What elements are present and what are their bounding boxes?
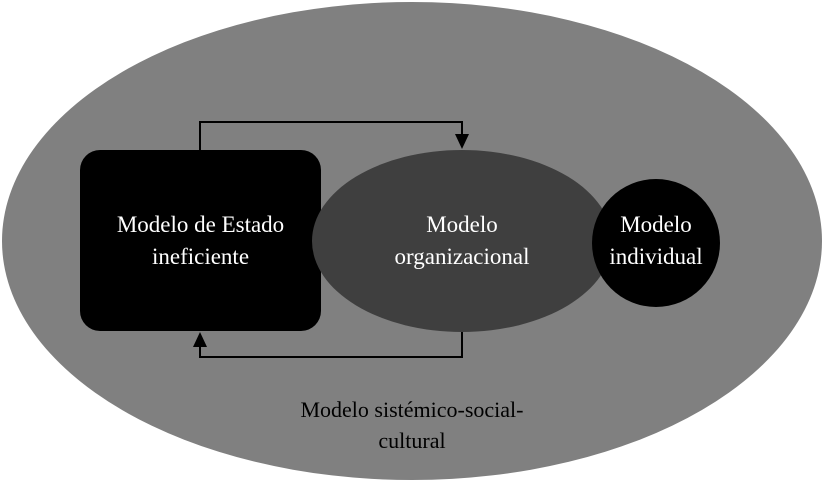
state-model-label: Modelo de Estado ineficiente (116, 212, 285, 269)
organizational-model-ellipse (312, 150, 612, 332)
arrow-state-to-organizational (199, 121, 469, 150)
individual-model-label: Modelo individual (609, 212, 703, 269)
arrowhead-up-icon (193, 332, 207, 347)
individual-model-circle (592, 179, 720, 307)
arrowhead-down-icon (455, 134, 469, 149)
state-model-box (80, 150, 321, 331)
arrow-organizational-to-state (193, 332, 463, 358)
systemic-model-label: Modelo sistémico-social- cultural (300, 397, 524, 453)
organizational-model-label: Modelo organizacional (394, 212, 530, 269)
